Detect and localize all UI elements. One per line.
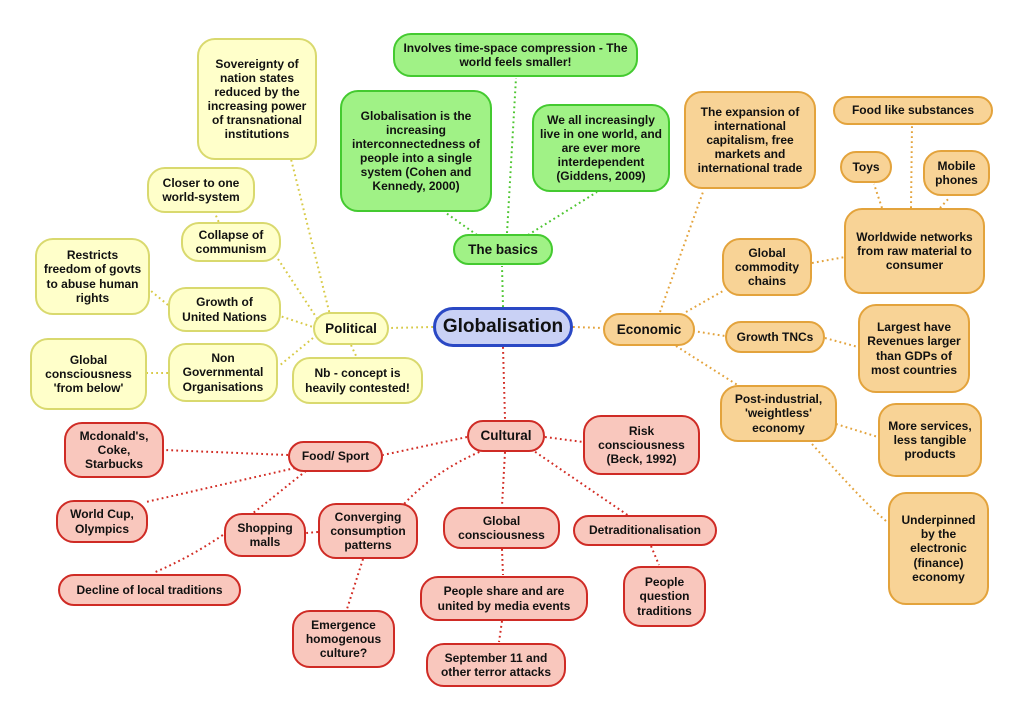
node-shopping-malls: Shopping malls (224, 513, 306, 557)
edge-globalisation-cultural (502, 346, 506, 420)
edge-political-collapse (277, 258, 321, 324)
node-detraditionalisation: Detraditionalisation (573, 515, 717, 546)
edge-converging-shopping (305, 531, 319, 534)
node-globalisation: Globalisation (433, 307, 573, 347)
edge-political-ngo (278, 337, 314, 367)
edge-food-sport-mcdonalds (163, 449, 289, 456)
edge-cultural-global-consciousness (501, 451, 506, 507)
edge-economic-expansion (659, 191, 704, 313)
node-cohen-kennedy-definition: Globalisation is the increasing intercon… (340, 90, 492, 212)
edge-basics-time-space (506, 77, 517, 234)
node-mcdonalds-coke-starbucks: Mcdonald's, Coke, Starbucks (64, 422, 164, 478)
edge-cultural-converging (403, 449, 485, 505)
edge-growth-un-restricts (150, 290, 169, 306)
node-growth-united-nations: Growth of United Nations (168, 287, 281, 332)
node-growth-tncs: Growth TNCs (725, 321, 825, 353)
node-underpinned-electronic: Underpinned by the electronic (finance) … (888, 492, 989, 605)
edge-economic-post-industrial (675, 345, 740, 387)
node-people-share-media: People share and are united by media eve… (420, 576, 588, 621)
node-risk-consciousness: Risk consciousness (Beck, 1992) (583, 415, 700, 475)
edge-detrad-people-question (650, 545, 660, 566)
node-cultural-hub: Cultural (467, 420, 545, 452)
edge-converging-emergence (346, 558, 364, 610)
edge-people-share-sept11 (498, 620, 503, 643)
node-toys: Toys (840, 151, 892, 183)
edge-commodity-worldwide (811, 256, 846, 264)
edge-basics-cohen (445, 212, 478, 236)
node-the-basics: The basics (453, 234, 553, 265)
node-worldwide-networks: Worldwide networks from raw material to … (844, 208, 985, 294)
node-giddens-quote: We all increasingly live in one world, a… (532, 104, 670, 192)
node-closer-world-system: Closer to one world-system (147, 167, 255, 213)
node-time-space-compression: Involves time-space compression - The wo… (393, 33, 638, 77)
edge-political-sovereignty (289, 154, 331, 316)
node-collapse-communism: Collapse of communism (181, 222, 281, 262)
node-more-services: More services, less tangible products (878, 403, 982, 477)
edge-globalisation-economic (572, 326, 604, 329)
edge-growth-tncs-largest (824, 337, 859, 348)
node-people-question-traditions: People question traditions (623, 566, 706, 627)
node-ngo: Non Governmental Organisations (168, 343, 278, 402)
node-political-hub: Political (313, 312, 389, 345)
node-sovereignty: Sovereignty of nation states reduced by … (197, 38, 317, 160)
edge-cultural-food-sport (382, 436, 468, 456)
edge-basics-giddens (527, 191, 598, 236)
edge-post-industrial-more-services (835, 423, 879, 438)
node-largest-revenues: Largest have Revenues larger than GDPs o… (858, 304, 970, 393)
edge-economic-growth-tncs (692, 330, 726, 337)
edge-worldwide-food-like (910, 124, 913, 209)
node-nb-contested: Nb - concept is heavily contested! (292, 357, 423, 404)
edge-economic-commodity (685, 290, 724, 313)
node-emergence-homogenous: Emergence homogenous culture? (292, 610, 395, 668)
node-converging-consumption: Converging consumption patterns (318, 503, 418, 559)
node-economic-hub: Economic (603, 313, 695, 346)
edge-worldwide-mobile (939, 196, 951, 209)
edge-worldwide-toys (873, 183, 883, 209)
edge-gc-people-share (501, 548, 504, 576)
edge-cultural-risk (544, 436, 584, 443)
edge-food-sport-world-cup (145, 467, 296, 503)
node-restricts-freedom: Restricts freedom of govts to abuse huma… (35, 238, 150, 315)
edge-globalisation-political (388, 326, 434, 329)
node-mobile-phones: Mobile phones (923, 150, 990, 196)
node-september-11: September 11 and other terror attacks (426, 643, 566, 687)
node-expansion-capitalism: The expansion of international capitalis… (684, 91, 816, 189)
node-food-like-substances: Food like substances (833, 96, 993, 125)
node-post-industrial: Post-industrial, 'weightless' economy (720, 385, 837, 442)
node-global-consciousness-below: Global consciousness 'from below' (30, 338, 147, 410)
edge-post-industrial-underpinned (811, 443, 887, 522)
node-global-commodity-chains: Global commodity chains (722, 238, 812, 296)
node-decline-local-traditions: Decline of local traditions (58, 574, 241, 606)
edge-political-growth-un (276, 314, 314, 328)
node-world-cup-olympics: World Cup, Olympics (56, 500, 148, 543)
edge-globalisation-basics (501, 265, 504, 308)
node-food-sport: Food/ Sport (288, 441, 383, 472)
node-global-consciousness: Global consciousness (443, 507, 560, 549)
